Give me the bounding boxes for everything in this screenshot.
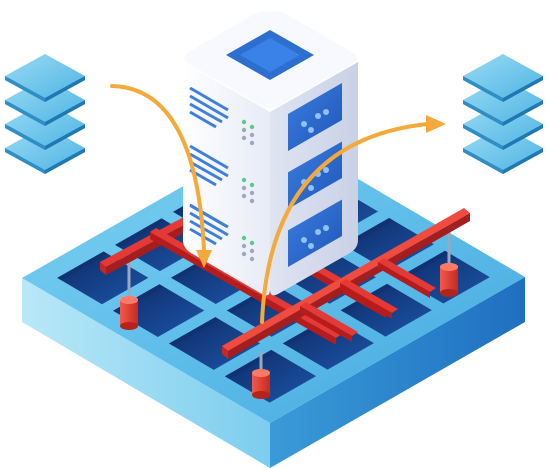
server-panel xyxy=(288,83,342,151)
support-rib xyxy=(378,258,436,298)
platform-cell-wall xyxy=(398,250,450,280)
status-lights xyxy=(241,177,255,204)
platform-cell xyxy=(224,349,317,403)
platform-cell-wall xyxy=(168,317,220,347)
status-lights xyxy=(241,119,255,146)
server-unit-bottom xyxy=(183,180,358,296)
hydraulic-jack-icon-left xyxy=(120,256,138,330)
data-layers-icon-left xyxy=(5,54,85,174)
hydraulic-jack-icon-right xyxy=(440,228,458,297)
platform-cell xyxy=(168,317,261,370)
platform-cell-wall xyxy=(224,349,276,379)
flow-arrow-icon-down xyxy=(110,84,212,268)
layer-tile xyxy=(463,54,543,102)
platform-cell-wall xyxy=(57,251,109,281)
support-rib xyxy=(300,302,358,342)
platform-left-side xyxy=(22,278,270,468)
platform-cell xyxy=(226,284,319,337)
server-panel xyxy=(288,199,342,267)
platform-cell xyxy=(342,217,434,271)
status-lights xyxy=(241,235,255,262)
flow-arrow-icon-up xyxy=(260,115,446,324)
platform-cell-wall xyxy=(115,218,166,248)
hydraulic-jack-icon-front xyxy=(252,352,270,399)
support-rib xyxy=(340,279,398,319)
platform-cell xyxy=(57,251,149,305)
layer-tile xyxy=(5,54,85,102)
server-unit-top xyxy=(183,11,358,180)
platform-right-side xyxy=(270,277,525,468)
data-layers-icon-right xyxy=(463,54,543,174)
server-rack-icon xyxy=(183,11,358,296)
